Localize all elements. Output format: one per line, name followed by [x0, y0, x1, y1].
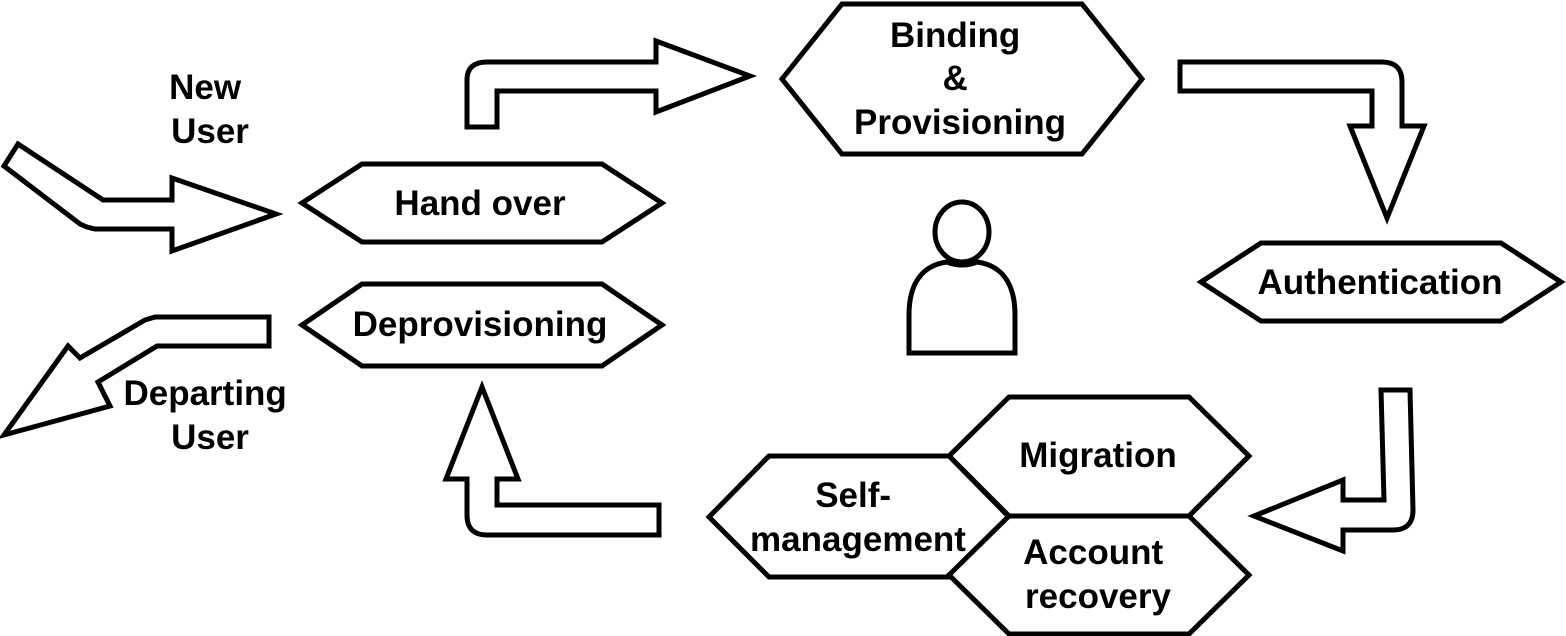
account-recovery-box [945, 513, 1253, 636]
deprovisioning-box [297, 281, 667, 369]
account-recovery-label: Account recovery [1023, 533, 1173, 616]
migration-label: Migration [1019, 436, 1176, 475]
self-management-to-deprovisioning-arrow [442, 380, 662, 538]
deprovisioning-label: Deprovisioning [353, 305, 608, 344]
binding-to-authentication-arrow [1177, 59, 1428, 225]
self-management-label: Self- management [750, 476, 966, 559]
hand-over-to-binding-arrow [464, 37, 758, 130]
user-icon-body [906, 259, 1018, 356]
authentication-label: Authentication [1258, 263, 1503, 302]
new-user-arrow [0, 140, 284, 255]
authentication-box [1196, 240, 1566, 324]
departing-user-arrow [0, 314, 272, 439]
hand-over-label: Hand over [394, 184, 566, 223]
hand-over-box [297, 161, 667, 245]
user-icon-head [932, 199, 992, 265]
user-icon [906, 199, 1018, 356]
departing-user-label: Departing User [123, 374, 296, 457]
authentication-to-migration-arrow [1247, 387, 1416, 555]
new-user-label: New User [169, 68, 251, 151]
binding-provisioning-box [778, 1, 1146, 157]
binding-provisioning-label: Binding & Provisioning [854, 16, 1066, 142]
